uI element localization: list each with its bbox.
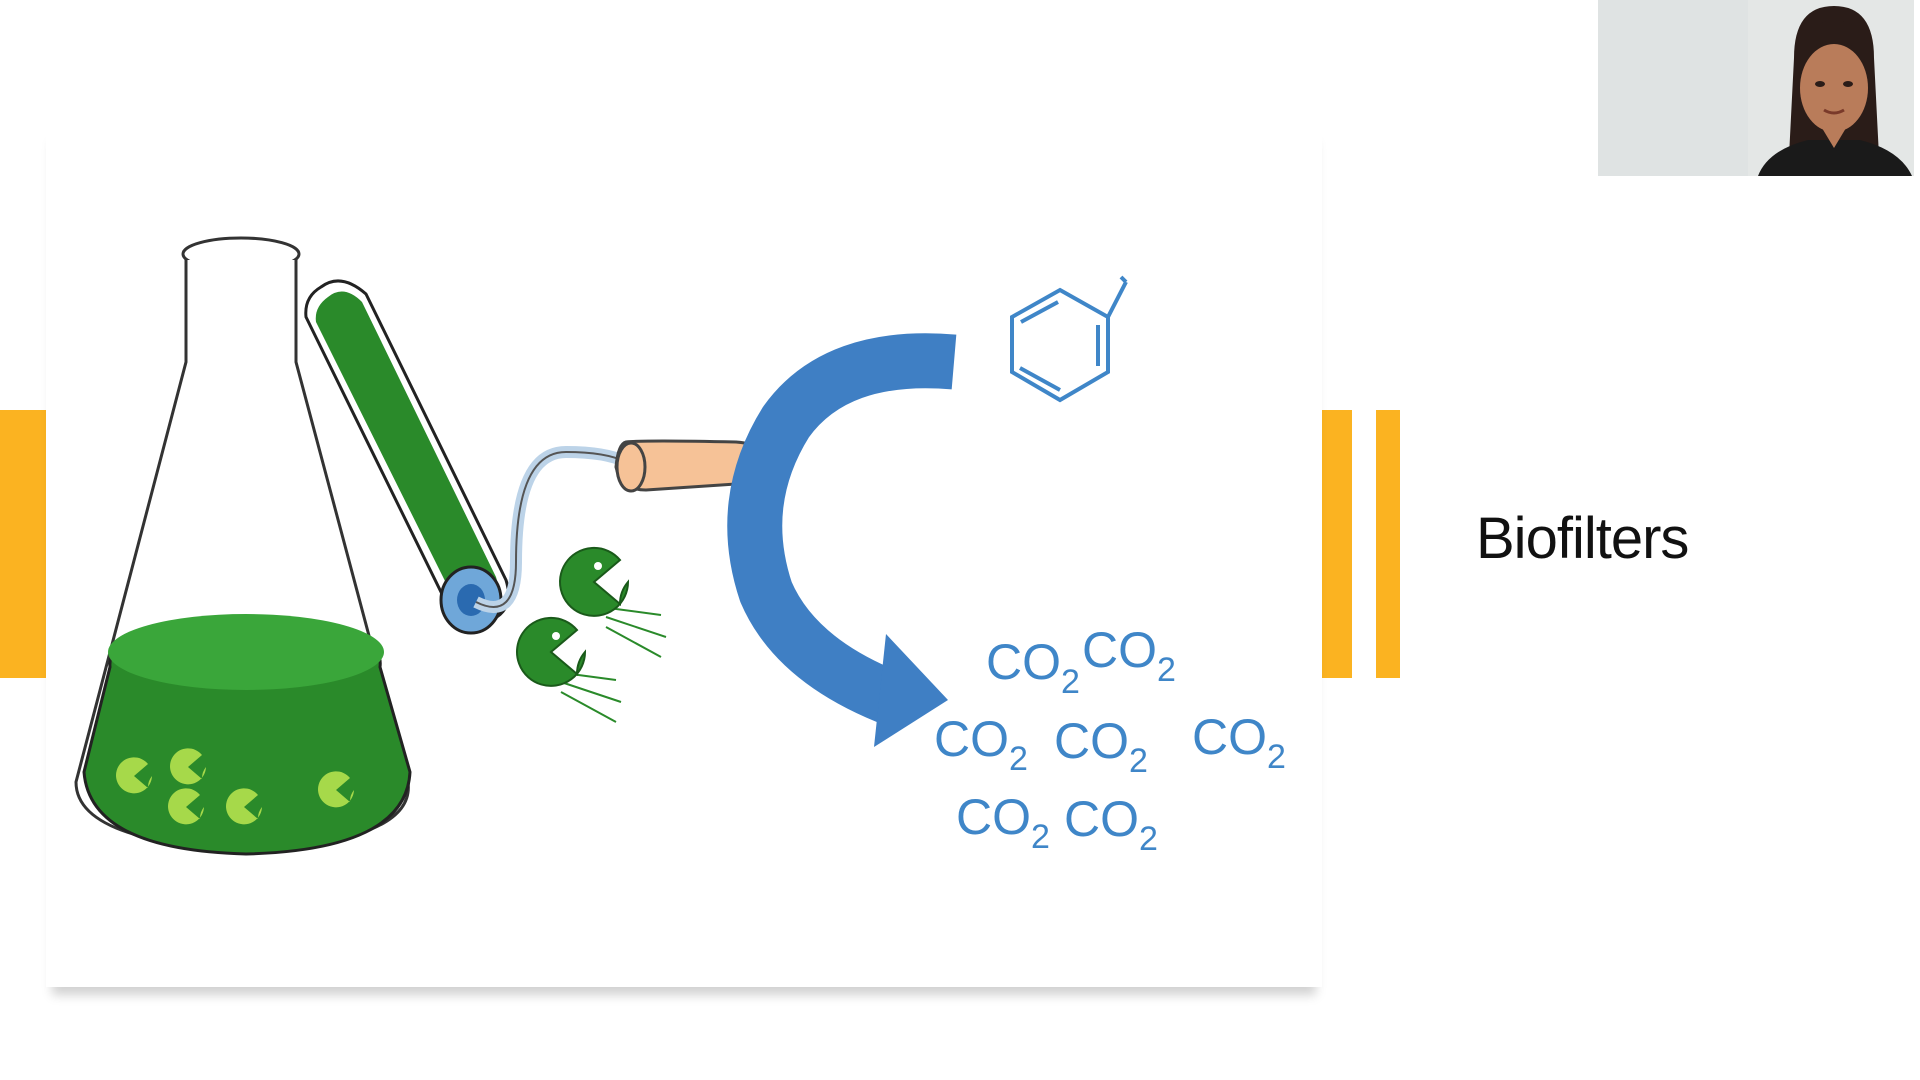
co2-label: CO2 <box>934 711 1028 778</box>
co2-label: CO2 <box>1192 709 1286 776</box>
co2-label: CO2 <box>986 634 1080 701</box>
accent-bar-divider-2 <box>1376 410 1400 678</box>
toluene-molecule <box>1010 275 1128 403</box>
co2-label: CO2 <box>1082 622 1176 689</box>
slide-title: Biofilters <box>1476 506 1689 571</box>
participant-video-tile[interactable] <box>1598 0 1914 176</box>
microbe-icons <box>116 748 354 825</box>
accent-bar-divider-1 <box>1322 410 1352 678</box>
illustration-drawing <box>74 236 1128 856</box>
co2-label: CO2 <box>1064 791 1158 858</box>
paint-roller <box>304 279 770 635</box>
erlenmeyer-flask <box>74 236 412 856</box>
co2-label: CO2 <box>1054 713 1148 780</box>
co2-label: CO2 <box>956 789 1050 856</box>
person-video-icon <box>1598 0 1914 176</box>
flow-arrow <box>727 333 957 747</box>
accent-bar-left <box>0 410 46 678</box>
moving-microbes <box>516 546 667 723</box>
biofilter-illustration: CO2 CO2 CO2 CO2 CO2 CO2 CO2 <box>46 122 1322 987</box>
